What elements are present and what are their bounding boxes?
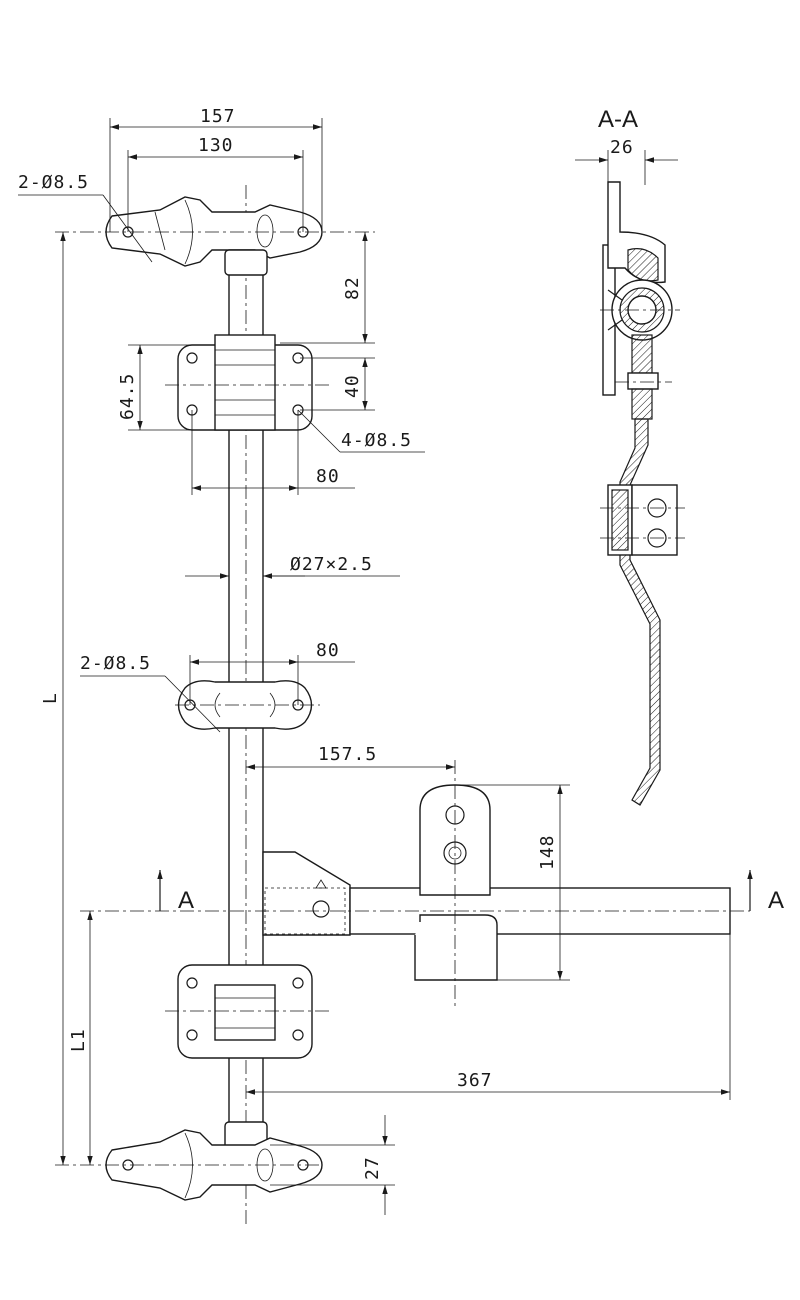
section-title: A-A xyxy=(598,106,638,133)
dim-bottom-cam-height: 27 xyxy=(270,1115,395,1215)
callout-bracket-holes-label: 4-Ø8.5 xyxy=(341,430,412,451)
section-marker-right-label: A xyxy=(768,887,784,914)
dim-section-depth-label: 26 xyxy=(610,137,634,158)
callout-guide-holes-label: 2-Ø8.5 xyxy=(80,653,151,674)
dim-handle-position-label: L1 xyxy=(68,1028,89,1052)
section-view-a-a: A-A 26 xyxy=(575,106,685,806)
dim-tube-size-label: Ø27×2.5 xyxy=(290,554,373,575)
lower-bracket xyxy=(165,964,330,1059)
dim-top-to-bracket-label: 82 xyxy=(342,276,363,300)
callout-guide-holes: 2-Ø8.5 xyxy=(80,653,221,733)
dim-handle-offset-label: 157.5 xyxy=(318,744,377,765)
dim-keeper-height: 148 xyxy=(455,784,570,981)
callout-top-holes-label: 2-Ø8.5 xyxy=(18,172,89,193)
dim-tube-size: Ø27×2.5 xyxy=(185,554,400,579)
dim-bracket-hole-v-label: 40 xyxy=(342,374,363,398)
handle-assembly xyxy=(80,851,750,936)
upper-bracket xyxy=(165,334,330,431)
callout-top-holes: 2-Ø8.5 xyxy=(18,172,153,263)
dim-bracket-hole-v: 40 xyxy=(300,357,375,411)
dim-keeper-height-label: 148 xyxy=(537,834,558,870)
dim-section-depth: 26 xyxy=(575,137,678,185)
dim-handle-position: L1 xyxy=(68,911,93,1165)
dim-top-to-bracket: 82 xyxy=(280,232,375,344)
dim-guide-hole-spacing-label: 80 xyxy=(316,640,340,661)
dim-guide-hole-spacing: 80 xyxy=(189,640,355,705)
dim-bracket-height-label: 64.5 xyxy=(117,373,138,420)
handle-keeper xyxy=(414,760,498,1010)
top-cam-keeper xyxy=(55,196,375,276)
bottom-cam-keeper xyxy=(55,1121,323,1201)
dim-handle-offset: 157.5 xyxy=(246,744,455,770)
dim-bracket-height: 64.5 xyxy=(117,344,190,431)
callout-bracket-holes: 4-Ø8.5 xyxy=(297,409,425,453)
dim-overall-length-label: L xyxy=(40,692,61,704)
dim-overall-width-label: 157 xyxy=(200,106,236,127)
dim-bottom-cam-height-label: 27 xyxy=(362,1156,383,1180)
dim-hole-spacing: 130 xyxy=(127,135,304,232)
dim-overall-length: L xyxy=(40,232,66,1165)
dim-bracket-hole-h-label: 80 xyxy=(316,466,340,487)
dim-handle-length-label: 367 xyxy=(457,1070,493,1091)
rod-guide xyxy=(175,680,320,730)
section-marker-left-label: A xyxy=(178,887,194,914)
dim-handle-length: 367 xyxy=(246,934,731,1100)
dim-bracket-hole-h: 80 xyxy=(191,410,355,495)
section-marker-left: A xyxy=(157,870,194,914)
front-view: 157 130 2-Ø8.5 82 40 xyxy=(18,106,784,1228)
section-marker-right: A xyxy=(747,870,784,914)
dim-hole-spacing-label: 130 xyxy=(198,135,234,156)
dim-overall-width: 157 xyxy=(109,106,323,232)
